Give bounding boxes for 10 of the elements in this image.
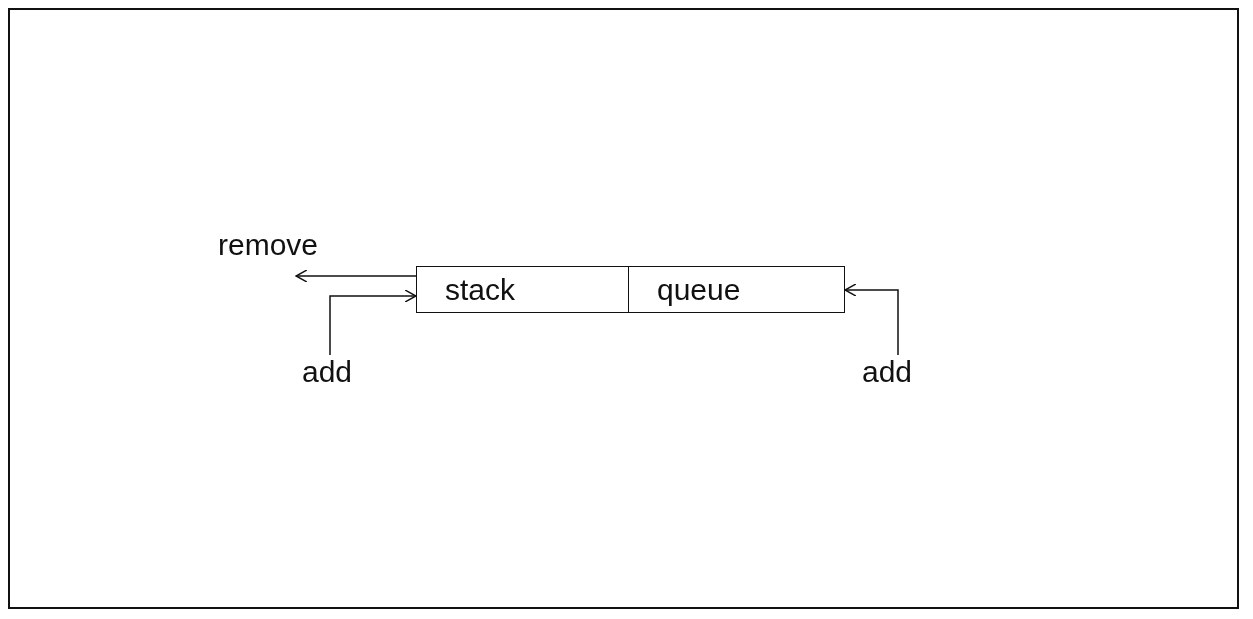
storage-cell: [628, 266, 845, 313]
arrow: [295, 269, 417, 283]
arrow: [844, 283, 899, 356]
node-label: stack: [445, 272, 516, 307]
arrow: [329, 289, 417, 356]
node-label: add: [862, 355, 913, 388]
node-label: remove: [218, 228, 319, 261]
node-label: add: [302, 355, 353, 388]
storage-cell: [416, 266, 629, 313]
node-label: queue: [657, 272, 741, 307]
